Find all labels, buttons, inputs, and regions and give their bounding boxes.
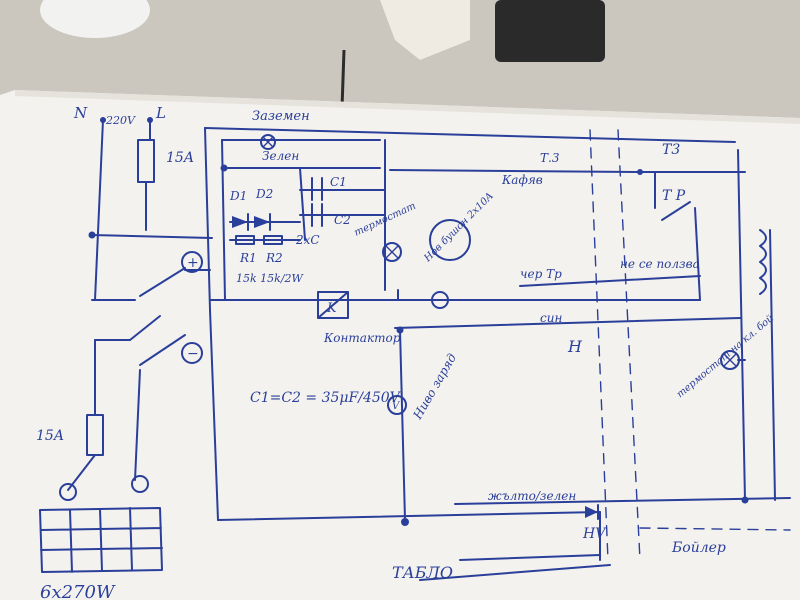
label-hv: HV <box>582 526 607 542</box>
voltmeter-icon <box>387 395 407 415</box>
label-c2: C2 <box>334 213 351 227</box>
label-l: L <box>155 104 166 122</box>
nail <box>340 49 346 109</box>
inductor-coil <box>759 229 767 295</box>
wiring <box>67 119 791 581</box>
components <box>39 134 740 573</box>
white-plug <box>380 0 470 60</box>
label-n: N <box>73 104 88 122</box>
label-t3a: Т.3 <box>540 151 560 165</box>
label-2xc: 2xC <box>295 233 320 247</box>
resistor-r2-icon <box>263 235 283 245</box>
white-cup <box>40 0 150 38</box>
junctions <box>88 117 749 526</box>
label-tablo: ТАБЛО <box>392 563 453 582</box>
label-220v: 220V <box>105 114 136 127</box>
label-tp1: Т Р <box>662 188 686 204</box>
label-r2: R2 <box>265 251 283 265</box>
label-c1: C1 <box>330 175 347 189</box>
label-v: V <box>392 401 401 412</box>
label-k: K <box>326 301 338 316</box>
boiler-lamp-icon <box>720 350 740 370</box>
label-brown: Кафяв <box>501 173 543 187</box>
label-d1: D1 <box>229 189 247 203</box>
lamp-top-icon <box>260 134 276 150</box>
battery-minus-icon <box>131 475 149 493</box>
paper-shadow <box>15 90 800 124</box>
diode-d2-icon <box>254 216 270 228</box>
hv-diode-icon <box>585 506 598 518</box>
dash-lines <box>589 129 791 561</box>
label-boiler: Бойлер <box>671 540 726 556</box>
label-contactor: Контактор <box>323 331 401 345</box>
label-capacitors: C1=C2 = 35μF/450V <box>250 390 402 406</box>
label-minus: − <box>187 346 199 362</box>
plus-terminal-icon <box>181 251 203 273</box>
solar-panel-grid <box>39 507 163 573</box>
label-plus: + <box>187 255 199 271</box>
contactor-k-icon <box>317 291 349 319</box>
thermostat-lamp-icon <box>382 242 402 262</box>
battery-plus-icon <box>59 483 77 501</box>
black-connector <box>495 0 605 62</box>
label-t3b: Т3 <box>662 142 680 158</box>
label-panels: 6x270W <box>40 582 116 600</box>
label-yellow-green: жълто/зелен <box>488 489 576 503</box>
label-r1: R1 <box>239 251 257 265</box>
label-red-tp: чер Тр <box>520 267 562 281</box>
new-fuse-icon <box>429 219 471 261</box>
label-blue: син <box>540 311 562 325</box>
diode-d1-icon <box>232 216 248 228</box>
label-green: Зелен <box>262 149 299 163</box>
label-h: H <box>567 337 583 356</box>
label-fuse1: 15A <box>166 150 194 166</box>
label-d2: D2 <box>255 187 273 201</box>
label-fuse2: 15A <box>36 428 64 444</box>
label-r-values: 15k 15k/2W <box>236 272 305 285</box>
resistor-r1-icon <box>235 235 255 245</box>
minus-terminal-icon <box>181 342 203 364</box>
label-ground: Заземен <box>252 109 310 124</box>
label-not-used: не се ползва <box>620 257 700 271</box>
